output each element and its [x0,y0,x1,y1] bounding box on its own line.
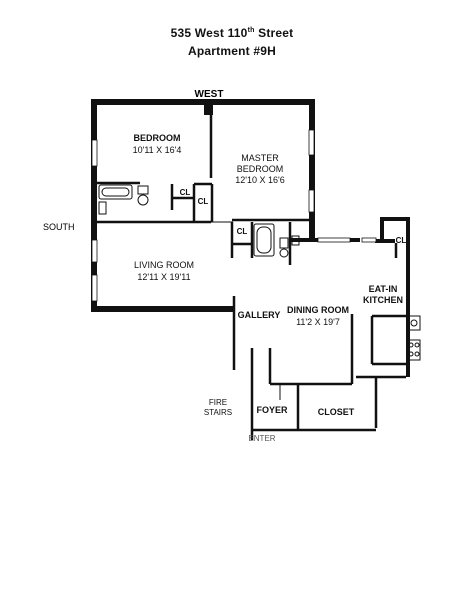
fire-stairs-label-1: FIRE [209,398,227,407]
apartment-title: Apartment #9H [188,44,276,58]
fire-stairs-label-2: STAIRS [204,408,232,417]
dining-room-label: DINING ROOM [287,305,349,315]
closet-label: CLOSET [318,407,355,417]
bathtub-icon [253,223,275,257]
bedroom-dims: 10'11 X 16'4 [133,145,182,155]
bathtub-icon [98,184,133,200]
address-suffix-sup: th [247,27,255,34]
bedroom-label: BEDROOM [134,133,181,143]
master-bedroom-label-2: BEDROOM [237,164,284,174]
windows [91,129,377,302]
master-bedroom-dims: 12'10 X 16'6 [235,175,284,185]
closet-cl-2: CL [198,197,209,206]
kitchen-sink-icon [407,315,421,331]
living-room-label: LIVING ROOM [134,260,194,270]
sink-icon [98,201,107,215]
kitchen-label-1: EAT-IN [369,284,398,294]
master-bedroom-label-1: MASTER [241,153,279,163]
toilet-icon [137,185,149,195]
address-street: Street [254,26,294,40]
compass-west: WEST [195,89,224,100]
dining-room-dims: 11'2 X 19'7 [296,317,340,327]
bathroom-fixtures [98,184,421,361]
toilet-icon [279,237,289,249]
closet-cl-1: CL [180,188,191,197]
gallery-label: GALLERY [238,310,281,320]
kitchen-label-2: KITCHEN [363,295,403,305]
living-room-dims: 12'11 X 19'11 [137,272,190,282]
closet-cl-3: CL [237,227,248,236]
address-title: 535 West 110th Street [0,26,464,40]
sink-icon [291,235,300,246]
compass-south: SOUTH [43,222,75,232]
address-number: 535 West 110 [170,26,248,40]
interior-walls [97,105,406,440]
foyer-label: FOYER [256,405,288,415]
closet-cl-4: CL [396,236,407,245]
enter-label: ENTER [248,434,275,443]
thin-partitions [210,221,281,400]
stove-icon [407,339,421,361]
